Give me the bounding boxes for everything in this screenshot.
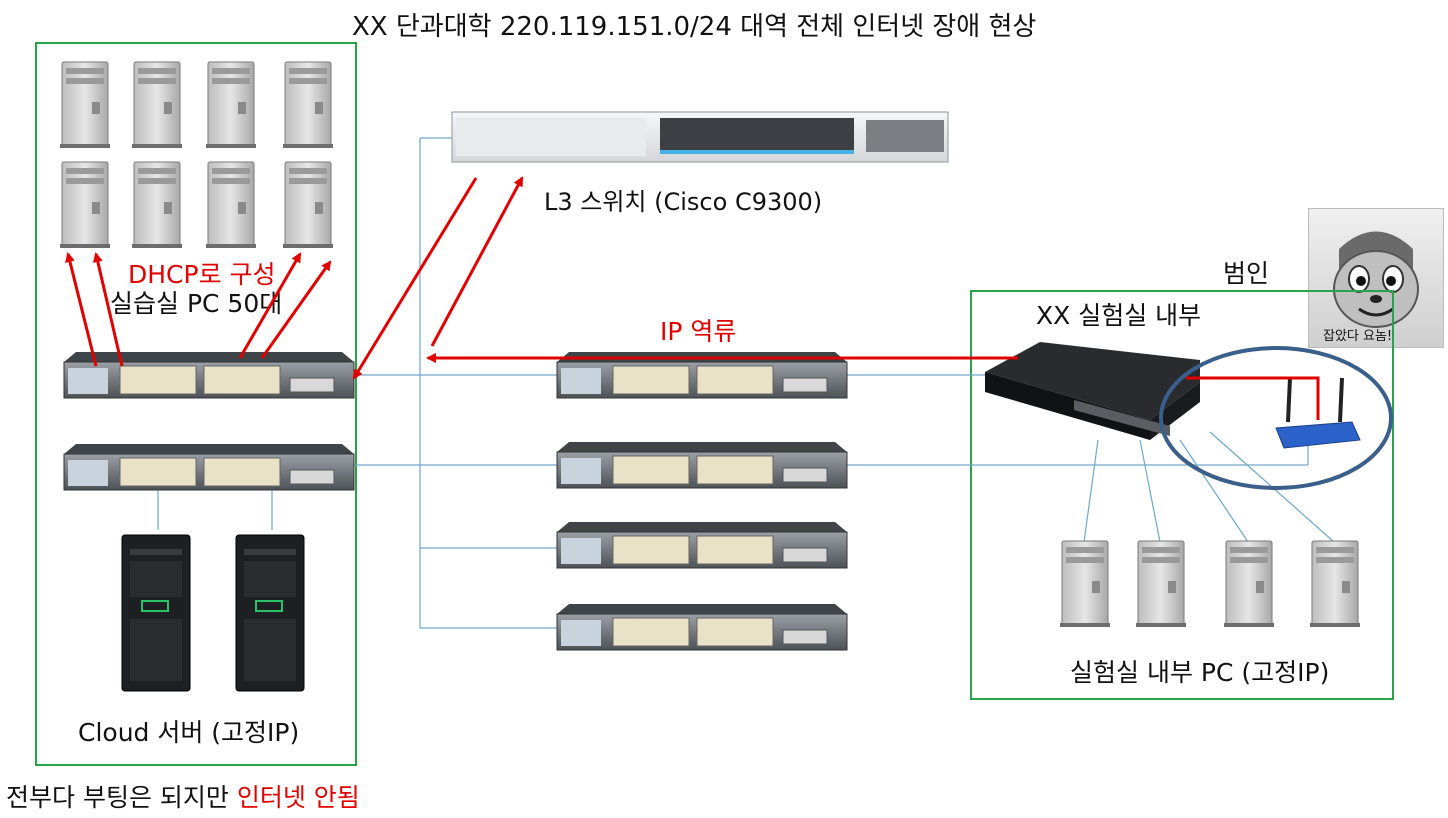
ip-reverse-arrows [352,176,1018,380]
bottom-note-highlight: 인터넷 안됨 [236,783,360,812]
cloud-server-label: Cloud 서버 (고정IP) [78,718,300,747]
link-lines [157,137,1335,629]
culprit-image: 잡았다 요놈! [1308,208,1444,348]
bottom-note-prefix: 전부다 부팅은 되지만 [6,783,237,812]
lab-pc-icon [1223,540,1275,628]
culprit-caption: 잡았다 요놈! [1323,329,1393,344]
practice-pc-icon [282,61,334,149]
bottom-note: 전부다 부팅은 되지만 인터넷 안됨 [6,778,360,814]
rogue-router-icon [1275,377,1361,449]
culprit-face-icon [1333,231,1419,328]
lab-pc-icon [1135,540,1187,628]
practice-room-box [35,42,357,766]
cloud-server-icon [235,534,305,692]
lab-pc-icon [1059,540,1111,628]
practice-pc-icon [59,61,111,149]
practice-pc-icon [282,161,334,249]
access-switch-icon [556,521,848,569]
lab-room-box [970,290,1394,700]
practice-pc-icon [131,161,183,249]
practice-pc-icon [131,61,183,149]
l3-switch-icon [451,111,949,163]
access-switch-icon [556,441,848,489]
dhcp-arrows [65,252,332,367]
l3-switch-label: L3 스위치 (Cisco C9300) [544,188,823,216]
culprit-highlight-ellipse [1159,346,1393,490]
lab-pc-group [1059,540,1361,628]
access-switch-icon [556,603,848,651]
practice-pc-group [59,61,334,249]
lab-pc-icon [1309,540,1361,628]
lab-inside-label: XX 실험실 내부 [1036,301,1202,330]
rogue-wire [1186,376,1320,420]
lab-switch-icon [985,342,1200,440]
culprit-label: 범인 [1223,259,1270,288]
practice-switch-icon [63,351,355,399]
cloud-server-icon [121,534,191,692]
practice-pc-icon [59,161,111,249]
lab-pc-label: 실습실 PC 50대 [110,289,283,318]
ip-reverse-label: IP 역류 [660,317,737,346]
practice-pc-icon [205,161,257,249]
server-switch-icon [63,443,355,491]
dhcp-label: DHCP로 구성 [128,260,276,289]
practice-pc-icon [205,61,257,149]
lab-inside-pc-label: 실험실 내부 PC (고정IP) [1070,658,1330,687]
diagram-title: XX 단과대학 220.119.151.0/24 대역 전체 인터넷 장애 현상 [352,12,1037,42]
